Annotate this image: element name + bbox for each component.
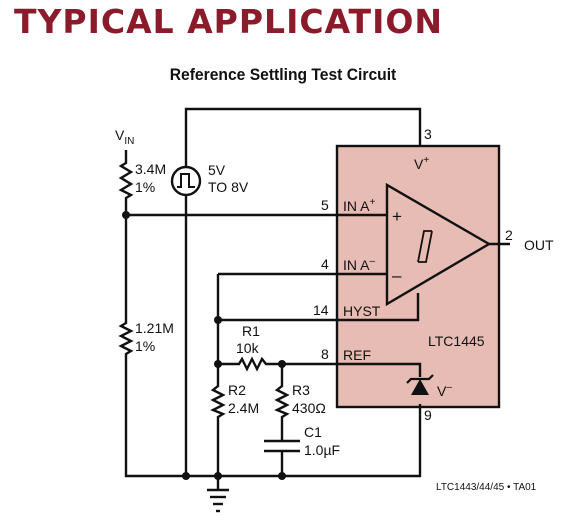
pin-4-number: 4 [321, 256, 329, 272]
r1-name: R1 [242, 323, 260, 339]
comparator-triangle [385, 182, 492, 307]
wire-vin-left-low [124, 355, 422, 478]
zener-diode [406, 374, 434, 395]
pin-8-number: 8 [321, 346, 329, 362]
resistor-mid-value: 1.21M [135, 320, 174, 336]
resistor-mid-tol: 1% [135, 338, 155, 354]
r3-name: R3 [292, 382, 310, 398]
pin-9-number: 9 [424, 407, 432, 423]
hysteresis-icon [417, 230, 433, 263]
comparator-minus: – [392, 266, 402, 285]
junction-dots [122, 211, 286, 480]
in-a-minus-label: IN A– [343, 256, 375, 273]
vminus-label: V– [437, 382, 452, 399]
r1-value: 10k [236, 340, 260, 356]
ground-symbol [207, 488, 229, 513]
vin-label: VIN [115, 127, 134, 147]
resistor-top-tol: 1% [135, 179, 155, 195]
wire-hyst [218, 293, 420, 322]
r3-value: 430Ω [292, 400, 326, 416]
circuit-title: Reference Settling Test Circuit [169, 65, 397, 84]
pin-3-number: 3 [424, 126, 432, 142]
out-label: OUT [524, 237, 554, 253]
r2-value: 2.4M [228, 400, 259, 416]
pin-14-number: 14 [313, 302, 329, 318]
in-a-plus-label: IN A+ [343, 197, 375, 214]
resistor-r2 [210, 383, 226, 419]
wire-ref [268, 362, 422, 377]
resistor-3.4m [118, 158, 134, 200]
source-line1: 5V [208, 162, 226, 178]
capacitor-c1 [264, 439, 300, 453]
pulse-source [170, 165, 202, 197]
comparator-plus: + [392, 207, 402, 226]
source-line2: TO 8V [208, 179, 249, 195]
page-title: TYPICAL APPLICATION [14, 2, 444, 41]
hyst-label: HYST [343, 303, 381, 319]
c1-value: 1.0µF [304, 442, 340, 458]
resistor-top-value: 3.4M [135, 161, 166, 177]
c1-name: C1 [304, 424, 322, 440]
resistor-r3 [274, 383, 290, 419]
resistor-1.21m [118, 320, 134, 356]
vplus-label: V+ [414, 155, 429, 172]
pin-5-number: 5 [321, 197, 329, 213]
resistor-r1 [236, 356, 268, 372]
r2-name: R2 [228, 382, 246, 398]
chip-name: LTC1445 [428, 333, 485, 349]
pin-2-number: 2 [505, 227, 513, 243]
figure-reference: LTC1443/44/45 • TA01 [436, 482, 537, 493]
ref-label: REF [343, 347, 371, 363]
wire-vplus-loop [184, 107, 422, 167]
